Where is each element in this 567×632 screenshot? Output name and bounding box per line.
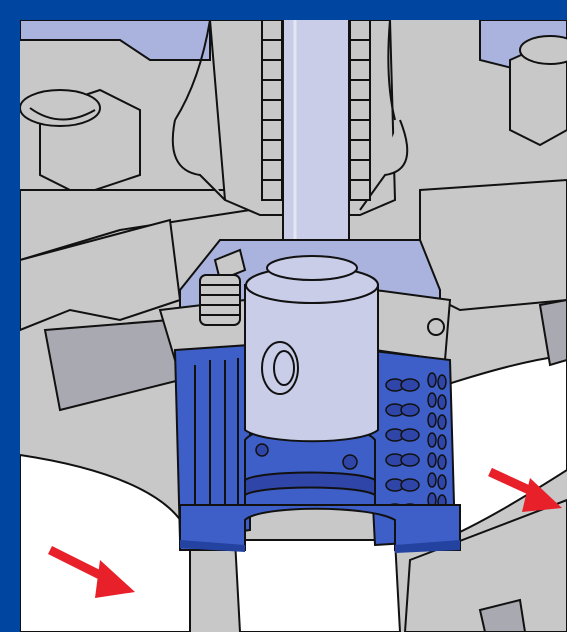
valve-stem (282, 20, 350, 271)
seat-gasket-right (395, 540, 460, 553)
right-body-recess (538, 298, 567, 367)
packing-teeth-right (349, 20, 371, 201)
pressure-fitting (199, 248, 247, 326)
seat-bore-passage (233, 539, 402, 632)
left-flange (20, 189, 251, 262)
seat-gasket-left (180, 540, 245, 552)
seat-ring (179, 504, 461, 551)
guide-pin (427, 318, 445, 336)
right-bolt-nut (509, 35, 567, 147)
packing-teeth-left (261, 20, 283, 201)
valve-plug (244, 255, 379, 443)
inlet-flow-arrow (47, 545, 135, 598)
lower-right-slot (478, 598, 527, 632)
cage-left (173, 343, 251, 542)
bonnet-cavity-left (20, 20, 211, 61)
outlet-flow-arrow (488, 467, 562, 512)
right-flange (419, 178, 567, 312)
cage-left-slots (194, 358, 239, 525)
left-body-wall (20, 218, 182, 332)
lower-right-body (403, 498, 567, 632)
left-bolt-nut (20, 88, 141, 197)
